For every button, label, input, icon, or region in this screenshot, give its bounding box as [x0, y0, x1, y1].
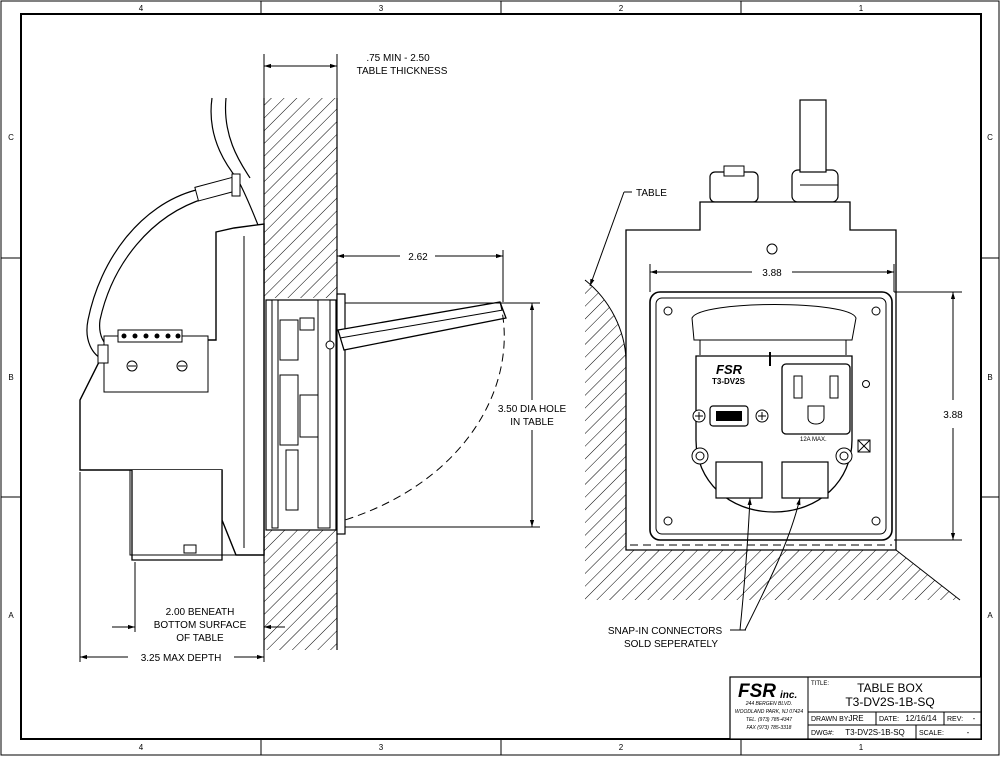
height-dim: 3.88: [943, 410, 963, 421]
snap-in-line1: SNAP-IN CONNECTORS: [608, 626, 723, 637]
hole-dia-line2: IN TABLE: [510, 417, 554, 428]
zone-col-4-top: 4: [139, 4, 144, 13]
zone-col-2-top: 2: [619, 4, 624, 13]
amp-rating: 12A MAX.: [800, 437, 827, 443]
company-logo: FSR: [738, 681, 776, 702]
model-label: T3-DV2S: [712, 377, 746, 386]
side-view: .75 MIN - 2.50 TABLE THICKNESS 2.62 3.50…: [79, 53, 567, 664]
table-thickness-line1: .75 MIN - 2.50: [366, 53, 430, 64]
zone-row-b-right: B: [987, 373, 992, 382]
hole-dia-line1: 3.50 DIA HOLE: [498, 404, 567, 415]
snap-in-opening-right: [781, 461, 829, 499]
company-logo-suffix: inc.: [780, 690, 797, 701]
scale-value: -: [967, 728, 970, 737]
table-surface: [585, 280, 960, 600]
title-label: TITLE:: [811, 681, 829, 687]
title-block: FSR inc. 244 BERGEN BLVD. WOODLAND PARK,…: [729, 676, 982, 740]
rev-label: REV:: [947, 716, 963, 723]
lid-reach-dim: 2.62: [408, 252, 428, 263]
zone-col-1-bottom: 1: [859, 743, 864, 752]
width-dim: 3.88: [762, 268, 782, 279]
brand-label: FSR: [716, 362, 743, 377]
beneath-line1: 2.00 BENEATH: [166, 607, 235, 618]
zone-row-b-left: B: [8, 373, 13, 382]
snap-in-opening-left: [715, 461, 763, 499]
beneath-line2: BOTTOM SURFACE: [154, 620, 247, 631]
company-address-1: 244 BERGEN BLVD.: [745, 701, 792, 707]
max-depth-dim: 3.25 MAX DEPTH: [141, 653, 222, 664]
drawn-by-value: JRE: [848, 714, 863, 723]
scale-label: SCALE:: [919, 730, 944, 737]
company-address-4: FAX (973) 785-3318: [747, 725, 792, 731]
terminal-block: [103, 335, 209, 393]
table-section: [264, 98, 337, 298]
table-thickness-line2: TABLE THICKNESS: [357, 66, 448, 77]
title-line2: T3-DV2S-1B-SQ: [845, 695, 934, 709]
dwg-label: DWG#:: [811, 730, 834, 737]
zone-row-c-left: C: [8, 133, 14, 142]
front-view: TABLE FSR T3-DV2S: [584, 99, 963, 650]
zone-labels: 4 3 2 1 4 3 2 1 C B A C B A: [8, 4, 993, 752]
beneath-line3: OF TABLE: [176, 633, 224, 644]
title-line1: TABLE BOX: [857, 681, 923, 695]
snap-in-line2: SOLD SEPERATELY: [624, 639, 718, 650]
date-label: DATE:: [879, 716, 899, 723]
rev-value: -: [973, 714, 976, 723]
zone-col-4-bottom: 4: [139, 743, 144, 752]
zone-col-2-bottom: 2: [619, 743, 624, 752]
drawn-by-label: DRAWN BY:: [811, 716, 850, 723]
zone-row-a-right: A: [987, 611, 993, 620]
company-address-3: TEL. (973) 785-4347: [746, 717, 792, 723]
zone-col-1-top: 1: [859, 4, 864, 13]
dwg-value: T3-DV2S-1B-SQ: [845, 728, 905, 737]
zone-col-3-bottom: 3: [379, 743, 384, 752]
zone-col-3-top: 3: [379, 4, 384, 13]
date-value: 12/16/14: [905, 714, 937, 723]
zone-row-c-right: C: [987, 133, 993, 142]
zone-row-a-left: A: [8, 611, 14, 620]
company-address-2: WOODLAND PARK, NJ 07424: [735, 709, 803, 715]
table-label: TABLE: [636, 188, 667, 199]
